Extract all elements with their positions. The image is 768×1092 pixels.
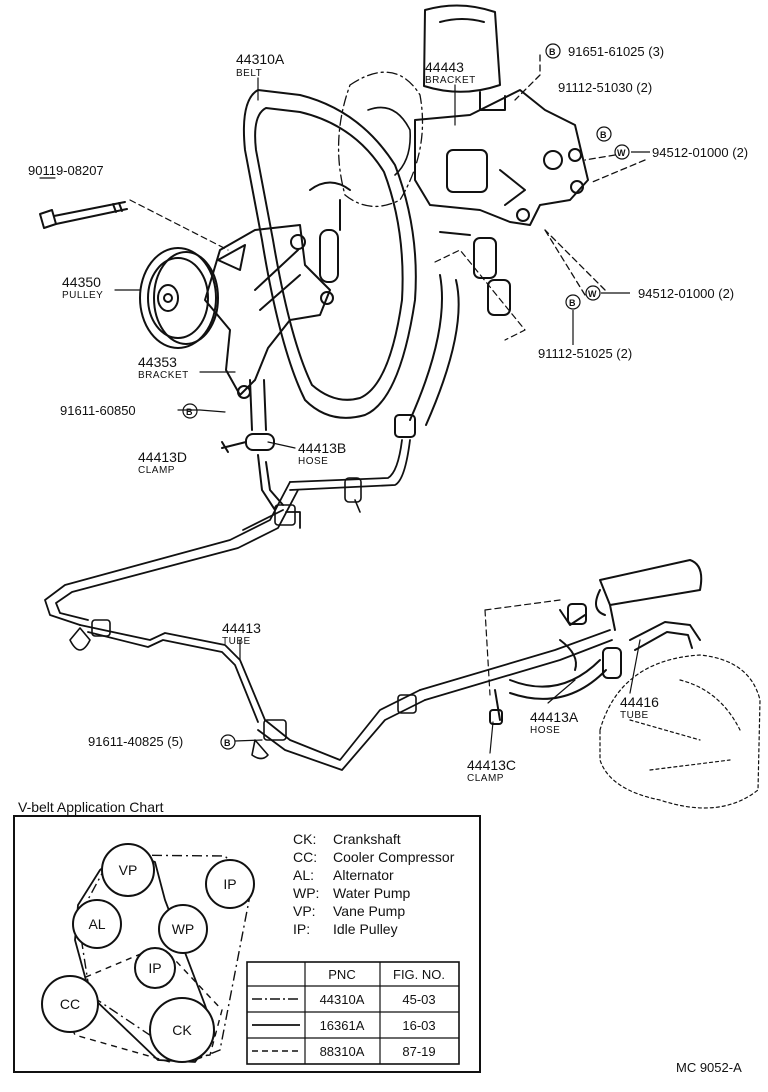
table-row-0-pnc: 44310A: [320, 992, 365, 1007]
pulley-ck-circle: [149, 997, 215, 1063]
clamp-d-number: 44413D: [138, 449, 187, 465]
tube-number: 44413: [222, 620, 261, 636]
legend-meaning-ip: Idle Pulley: [333, 921, 398, 937]
hose-a-number: 44413A: [530, 709, 579, 725]
legend-abbr-wp: WP:: [293, 885, 319, 901]
table-row-0-fig: 45-03: [402, 992, 435, 1007]
pump-bracket-drawing: [414, 89, 589, 226]
washer-upper-number: 94512-01000 (2): [652, 145, 748, 160]
legend-abbr-cc: CC:: [293, 849, 317, 865]
table-row-2-pnc: 88310A: [320, 1044, 365, 1059]
lower-bracket-name: BRACKET: [138, 370, 189, 381]
pump-bracket-number: 44443: [425, 59, 464, 75]
vane-pump-outline: [337, 71, 424, 207]
tube-bolt-number: 91611-40825 (5): [88, 734, 183, 749]
part-labels: 44310A BELT 44443 BRACKET B 91651-61025 …: [28, 43, 748, 784]
pump-bracket-name: BRACKET: [425, 75, 476, 86]
bolt-top-number: 91651-61025 (3): [568, 44, 664, 59]
pulley-vp-circle: [101, 843, 155, 897]
legend-meaning-ck: Crankshaft: [333, 831, 401, 847]
figure-code: MC 9052-A: [676, 1060, 742, 1075]
legend-meaning-cc: Cooler Compressor: [333, 849, 455, 865]
pulley-number: 44350: [62, 274, 101, 290]
lower-bracket-number: 44353: [138, 354, 177, 370]
pulley-ip-lower-label: IP: [148, 960, 161, 976]
washer-lower-symbol: W: [588, 289, 597, 299]
pulley-ip-lower-circle: [134, 947, 176, 989]
return-hose-drawing: [394, 274, 460, 438]
pulley-ip-upper-circle: [205, 859, 255, 909]
pulley-al-circle: [72, 899, 122, 949]
engine-outline: [599, 654, 761, 809]
legend-abbr-ck: CK:: [293, 831, 316, 847]
tube-16-name: TUBE: [620, 710, 649, 721]
pulley-name: PULLEY: [62, 290, 103, 301]
pulley-wp-label: WP: [172, 921, 195, 937]
clamp-c-name: CLAMP: [467, 773, 504, 784]
belt-part-name: BELT: [236, 68, 262, 79]
belt-drawing: [242, 89, 417, 419]
bolt-lower-symbol: B: [569, 298, 576, 308]
pulley-vp-label: VP: [119, 862, 138, 878]
legend-meaning-vp: Vane Pump: [333, 903, 405, 919]
washer-lower-number: 94512-01000 (2): [638, 286, 734, 301]
legend-abbr-al: AL:: [293, 867, 314, 883]
abbreviation-legend: CK: Crankshaft CC: Cooler Compressor AL:…: [293, 831, 455, 937]
bolt-upper-symbol: B: [600, 130, 607, 140]
hose-b-number: 44413B: [298, 440, 346, 456]
table-row-2-fig: 87-19: [402, 1044, 435, 1059]
chart-title: V-belt Application Chart: [18, 799, 164, 815]
pulley-ck-label: CK: [172, 1022, 192, 1038]
reservoir-drawing: [423, 4, 506, 111]
pressure-hose-drawing: [249, 379, 284, 511]
pulley-cc-label: CC: [60, 996, 80, 1012]
clamp-c-number: 44413C: [467, 757, 516, 773]
bracket-bolt-number: 91611-60850: [60, 403, 136, 418]
pulley-drawing: [139, 247, 219, 349]
pulley-cc-circle: [41, 975, 99, 1033]
belt-table: PNC FIG. NO. 44310A 45-03 16361A 16-03 8…: [246, 961, 460, 1065]
table-header-fig: FIG. NO.: [393, 967, 445, 982]
bracket-bolt-symbol: B: [186, 407, 193, 417]
tube-16-number: 44416: [620, 694, 659, 710]
pulley-circles: [41, 843, 255, 1063]
tube-bolt-symbol: B: [224, 738, 231, 748]
pulley-ip-upper-label: IP: [223, 876, 236, 892]
legend-meaning-al: Alternator: [333, 867, 394, 883]
long-bolt-number: 90119-08207: [28, 163, 104, 178]
washer-upper-symbol: W: [617, 148, 626, 158]
tube-name: TUBE: [222, 636, 251, 647]
long-bolt-drawing: [39, 201, 128, 229]
bolt-top-symbol: B: [549, 47, 556, 57]
hose-a-name: HOSE: [530, 725, 560, 736]
cooler-hose-drawing: [489, 559, 703, 725]
legend-abbr-ip: IP:: [293, 921, 310, 937]
legend-abbr-vp: VP:: [293, 903, 316, 919]
legend-meaning-wp: Water Pump: [333, 885, 410, 901]
hose-b-name: HOSE: [298, 456, 328, 467]
pulley-al-label: AL: [88, 916, 105, 932]
bolt-lower-number: 91112-51025 (2): [538, 346, 632, 361]
clamp-d-name: CLAMP: [138, 465, 175, 476]
table-row-1-fig: 16-03: [402, 1018, 435, 1033]
clamp-d-drawing: [221, 433, 275, 453]
vbelt-application-chart: V-belt Application Chart VP IP AL WP IP …: [13, 799, 481, 1073]
belt-part-number: 44310A: [236, 51, 285, 67]
lower-bracket-drawing: [204, 181, 351, 399]
outlet-fitting-drawing: [434, 231, 526, 341]
table-row-1-pnc: 16361A: [320, 1018, 365, 1033]
tube-assembly-drawing: [44, 439, 613, 771]
pulley-wp-circle: [158, 904, 208, 954]
table-header-pnc: PNC: [328, 967, 355, 982]
bolt-upper-number: 91112-51030 (2): [558, 80, 652, 95]
